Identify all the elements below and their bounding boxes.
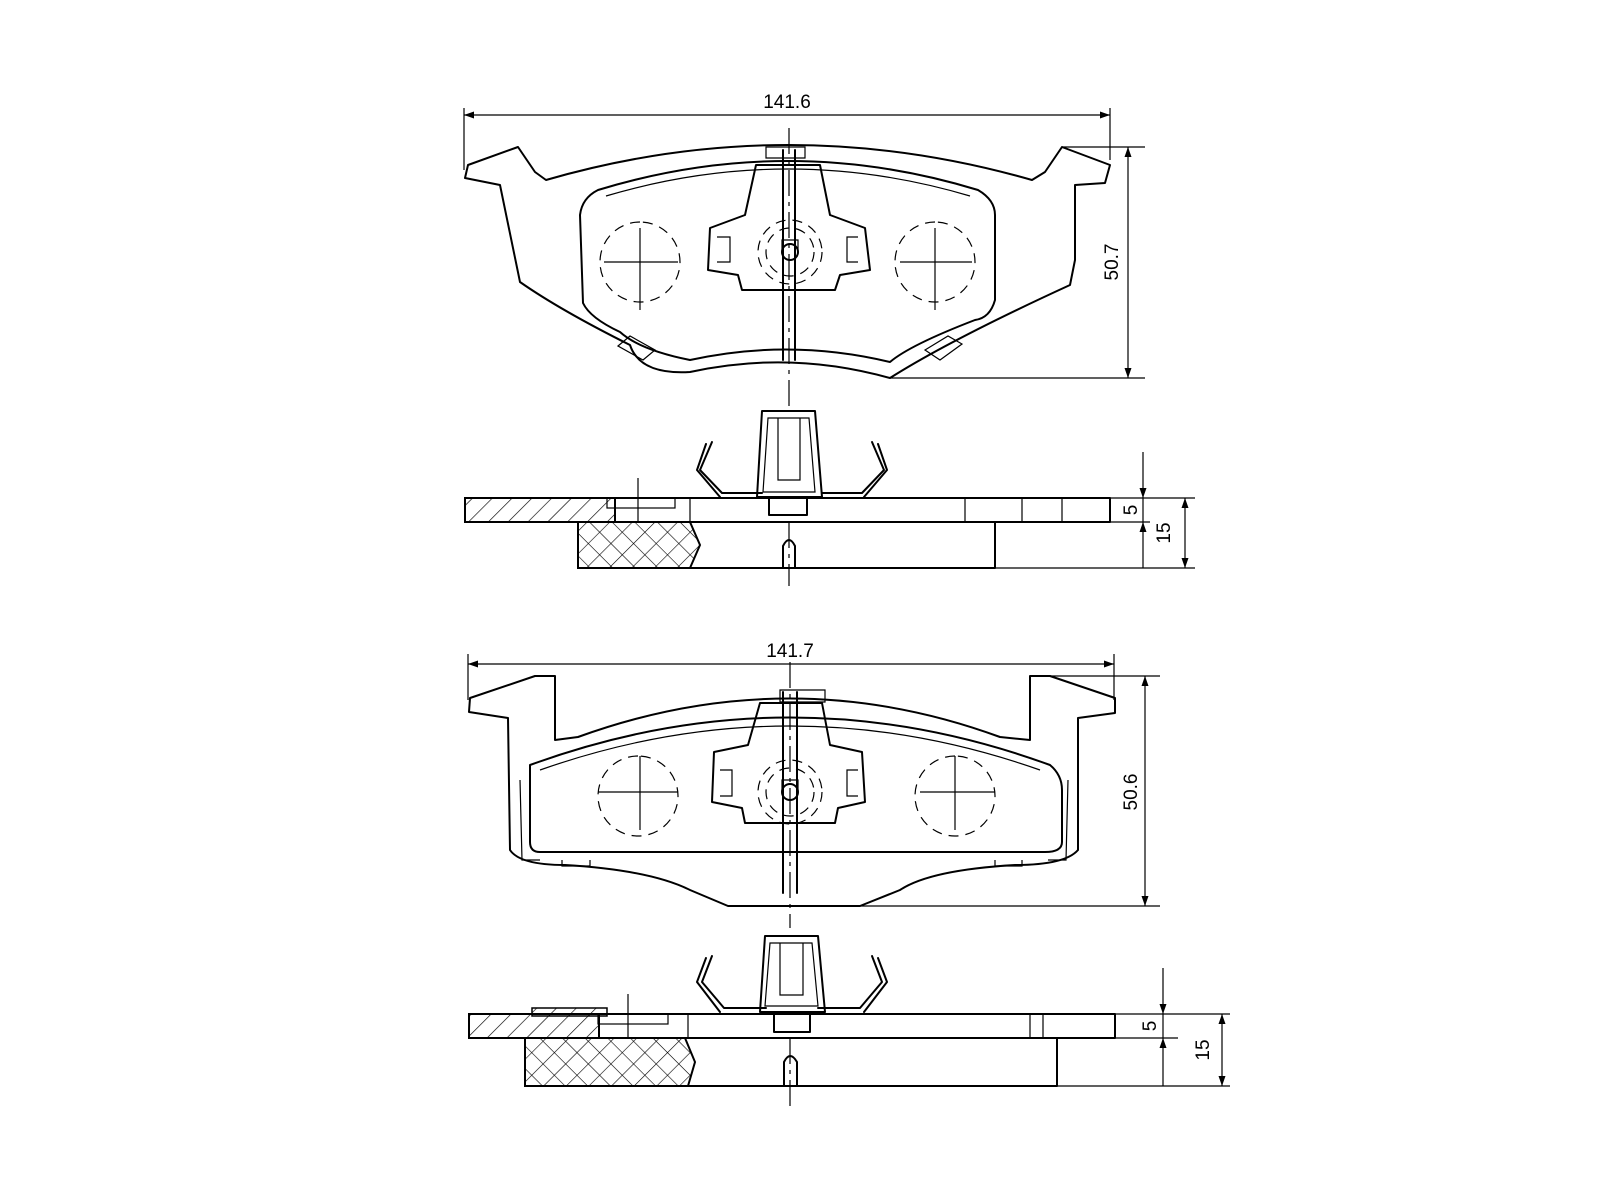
bottom-width-label: 141.7 [766,641,814,662]
bottom-friction-side [524,1037,1058,1087]
top-plate-label: 5 [1121,505,1142,516]
dim-top-height: 50.7 [890,146,1145,379]
top-backing-plate [464,144,1111,379]
dim-bottom-width: 141.7 [467,641,1115,700]
bottom-friction-outline [528,716,1063,853]
dim-bottom-height: 50.6 [860,675,1160,907]
top-center-clip [707,164,871,291]
top-spring-clip [699,441,763,494]
bottom-center-clip [711,702,866,824]
top-right-marker [894,221,976,310]
bottom-plate-label: 5 [1140,1021,1161,1032]
bottom-right-marker [914,755,996,837]
top-left-marker [599,221,681,310]
top-width-label: 141.6 [763,92,811,113]
bottom-left-marker [597,755,679,837]
dim-top-thickness: 5 15 [995,452,1195,569]
bottom-backing-plate [468,675,1116,907]
bottom-total-label: 15 [1193,1039,1214,1060]
bottom-pad-front-view [468,662,1116,928]
top-height-label: 50.7 [1102,244,1123,281]
top-pad-front-view [464,128,1111,410]
top-friction-outline [579,160,996,363]
top-total-label: 15 [1154,522,1175,543]
dim-top-width: 141.6 [463,92,1111,170]
bottom-spring-clip [701,955,767,1009]
top-friction-side [577,521,996,569]
bottom-height-label: 50.6 [1121,774,1142,811]
bottom-pad-side-view [468,935,1116,1106]
dim-bottom-thickness: 5 15 [1057,968,1230,1087]
top-pad-side-view [464,410,1111,586]
